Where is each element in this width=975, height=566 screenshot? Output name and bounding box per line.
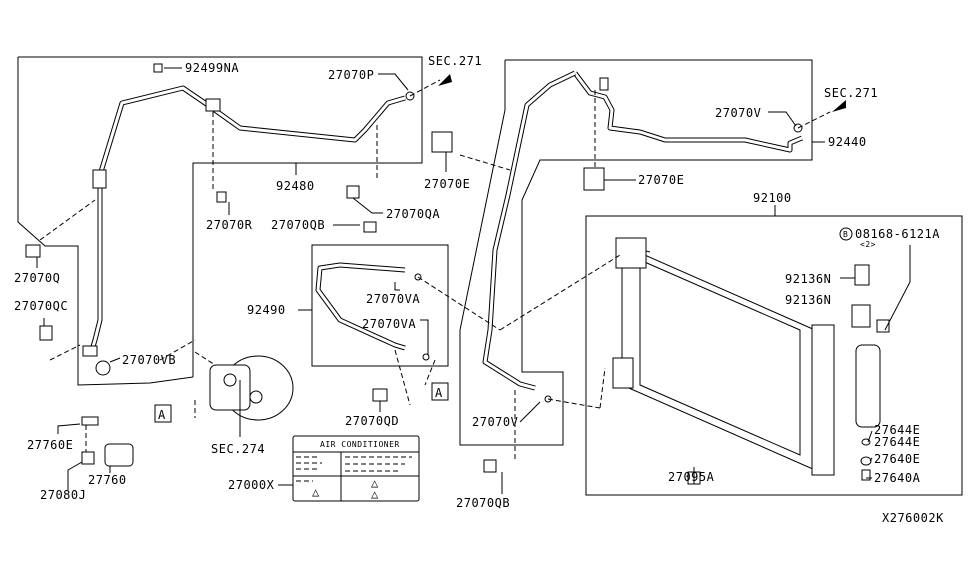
label-27070QA[interactable]: 27070QA	[386, 207, 440, 221]
label-27640E[interactable]: 27640E	[874, 452, 920, 466]
label-27070VB[interactable]: 27070VB	[122, 353, 176, 367]
label-27070R[interactable]: 27070R	[206, 218, 253, 232]
group-box-92480	[18, 56, 423, 377]
label-92499NA[interactable]: 92499NA	[185, 61, 239, 75]
warning-icon: △	[371, 476, 379, 490]
label-92100[interactable]: 92100	[753, 191, 792, 205]
sec271-arrow-right-icon	[832, 100, 846, 112]
label-27070E-right[interactable]: 27070E	[638, 173, 684, 187]
label-27095A[interactable]: 27095A	[668, 470, 715, 484]
label-27070V-lower[interactable]: 27070V	[472, 415, 518, 429]
label-27070QB-lower[interactable]: 27070QB	[456, 496, 510, 510]
label-27644E-b[interactable]: 27644E	[874, 435, 920, 449]
label-08168-6121A[interactable]: 08168-6121A	[855, 227, 940, 241]
group-box-92440	[459, 59, 813, 446]
sec271-arrow-left-icon	[438, 74, 452, 86]
ref-a-right: A	[435, 386, 443, 400]
label-27000X[interactable]: 27000X	[228, 478, 275, 492]
label-leaders	[36, 67, 911, 494]
label-27080J[interactable]: 27080J	[40, 488, 86, 502]
label-sec274[interactable]: SEC.274	[211, 442, 265, 456]
label-27070VA-b[interactable]: 27070VA	[362, 317, 416, 331]
group-box-92490	[311, 244, 449, 367]
label-27760[interactable]: 27760	[88, 473, 127, 487]
bolt-b-marker-icon	[839, 227, 853, 241]
bolt-b-marker: B	[843, 230, 848, 239]
receiver-tank	[851, 264, 881, 428]
label-27070VA-a[interactable]: 27070VA	[366, 292, 420, 306]
group-box-92100	[585, 215, 963, 496]
label-27070V-upper[interactable]: 27070V	[715, 106, 761, 120]
ref-box-a-left	[154, 404, 172, 423]
label-27070Q[interactable]: 27070Q	[14, 271, 60, 285]
dashed-leaders	[39, 79, 831, 462]
diagram-id: X276002K	[882, 511, 944, 525]
ac-caution-label: AIR CONDITIONER △ △ △	[292, 435, 420, 502]
label-27644E-a[interactable]: 27644E	[874, 423, 920, 437]
label-27070QC[interactable]: 27070QC	[14, 299, 68, 313]
ref-a-left: A	[158, 408, 166, 422]
label-92480[interactable]: 92480	[276, 179, 315, 193]
label-27760E[interactable]: 27760E	[27, 438, 73, 452]
condenser-92100	[612, 237, 835, 476]
label-92136N-a[interactable]: 92136N	[785, 272, 831, 286]
pipe-92440	[482, 70, 803, 391]
label-sec271-right[interactable]: SEC.271	[824, 86, 878, 100]
warning-icon: △	[312, 485, 320, 499]
compressor-sec274	[209, 355, 294, 421]
label-92440[interactable]: 92440	[828, 135, 867, 149]
label-08168-qty: <2>	[860, 240, 876, 249]
label-92490[interactable]: 92490	[247, 303, 286, 317]
group-box-92480-left	[17, 57, 194, 386]
label-92136N-b[interactable]: 92136N	[785, 293, 831, 307]
ac-label-title: AIR CONDITIONER	[320, 440, 400, 449]
label-sec271-left[interactable]: SEC.271	[428, 54, 482, 68]
label-27070P[interactable]: 27070P	[328, 68, 374, 82]
label-27070QB-upper[interactable]: 27070QB	[271, 218, 325, 232]
ref-box-a-right	[431, 382, 449, 401]
label-27070E-left[interactable]: 27070E	[424, 177, 470, 191]
pipe-92490	[315, 262, 406, 351]
warning-icon: △	[371, 487, 379, 501]
label-27640A[interactable]: 27640A	[874, 471, 921, 485]
pipe-92480	[82, 85, 406, 357]
label-27070QD[interactable]: 27070QD	[345, 414, 399, 428]
fasteners	[25, 63, 890, 485]
